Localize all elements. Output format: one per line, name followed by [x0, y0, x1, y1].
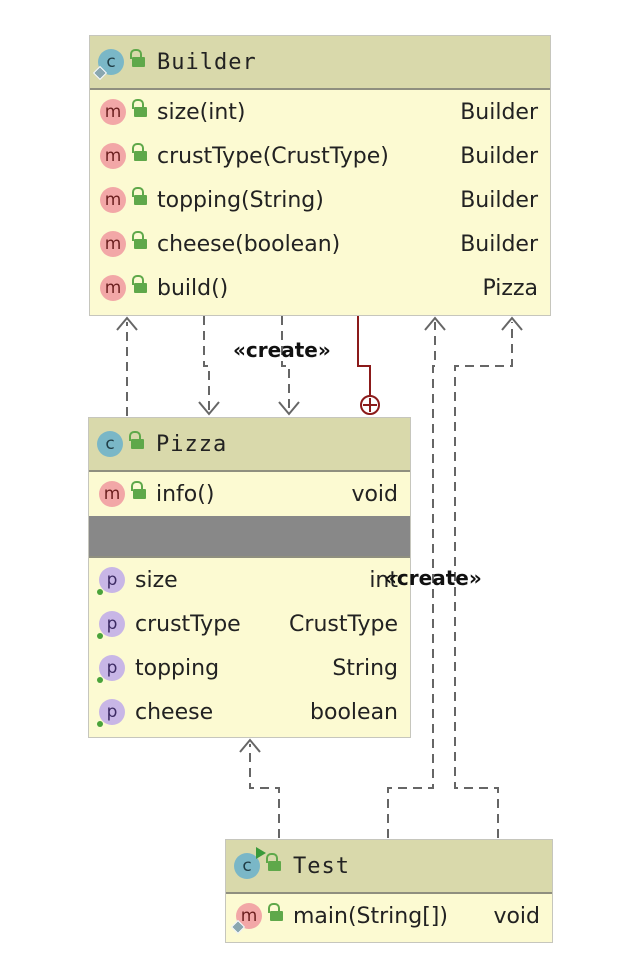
nested-class-connector — [357, 316, 380, 415]
class-name: Builder — [157, 49, 257, 75]
class-icon: c — [92, 49, 124, 81]
arrowhead-builder-2 — [424, 316, 446, 331]
builder-class[interactable]: c Builder m size(int) Builder m crustType(Cr… — [89, 35, 551, 316]
method-name: main(String[]) — [293, 903, 448, 929]
section-divider — [89, 556, 410, 558]
method-icon: m — [100, 99, 126, 125]
property-icon: p — [97, 611, 125, 639]
builder-class-header[interactable]: c Builder — [90, 36, 550, 90]
class-name: Test — [293, 853, 350, 879]
constructor-band — [89, 516, 410, 556]
method-icon: m — [100, 143, 126, 169]
runnable-class-icon: c — [234, 847, 266, 879]
method-row[interactable]: m build() Pizza — [90, 266, 550, 310]
arrowhead-builder-1 — [116, 316, 138, 331]
property-name: cheese — [135, 699, 214, 725]
method-row[interactable]: m size(int) Builder — [90, 90, 550, 134]
method-row[interactable]: m cheese(boolean) Builder — [90, 222, 550, 266]
property-type: String — [332, 655, 398, 681]
property-row[interactable]: p crustType CrustType — [89, 602, 410, 646]
lock-icon — [129, 431, 144, 449]
pizza-class-header[interactable]: c Pizza — [89, 418, 410, 472]
builder-to-pizza-create-2 — [281, 316, 290, 410]
builder-to-pizza-create-1 — [203, 316, 210, 410]
property-type: CrustType — [289, 611, 398, 637]
arrowhead-builder-3 — [501, 316, 523, 331]
lock-icon — [132, 143, 147, 161]
property-icon: p — [97, 699, 125, 727]
return-type: Builder — [460, 231, 538, 257]
create-stereotype-label: «create» — [384, 566, 482, 590]
property-name: size — [135, 567, 178, 593]
return-type: Builder — [460, 187, 538, 213]
class-name: Pizza — [156, 431, 228, 457]
arrowhead-pizza-2 — [278, 401, 300, 416]
property-name: topping — [135, 655, 220, 681]
lock-icon — [132, 231, 147, 249]
method-icon: m — [100, 187, 126, 213]
property-type: boolean — [310, 699, 398, 725]
return-type: void — [351, 481, 398, 507]
method-icon: m — [230, 903, 262, 935]
method-icon: m — [100, 275, 126, 301]
lock-icon — [132, 275, 147, 293]
test-to-builder-dependency — [454, 322, 513, 838]
lock-icon — [132, 99, 147, 117]
method-row[interactable]: m info() void — [89, 472, 410, 516]
lock-icon — [131, 481, 146, 499]
class-icon: c — [97, 431, 123, 457]
lock-icon — [268, 903, 283, 921]
property-name: crustType — [135, 611, 241, 637]
property-type: int — [369, 567, 398, 593]
test-methods: m main(String[]) void — [226, 894, 552, 938]
return-type: void — [493, 903, 540, 929]
method-name: build() — [157, 275, 229, 301]
arrowhead-pizza-1 — [198, 401, 220, 416]
test-to-pizza-dependency — [249, 744, 280, 838]
return-type: Builder — [460, 99, 538, 125]
lock-icon — [132, 187, 147, 205]
method-row[interactable]: m topping(String) Builder — [90, 178, 550, 222]
method-icon: m — [99, 481, 125, 507]
lock-icon — [130, 49, 145, 67]
method-row[interactable]: m crustType(CrustType) Builder — [90, 134, 550, 178]
return-type: Builder — [460, 143, 538, 169]
method-name: cheese(boolean) — [157, 231, 341, 257]
create-stereotype-label: «create» — [233, 338, 331, 362]
return-type: Pizza — [482, 275, 538, 301]
test-to-builder-create — [387, 322, 436, 838]
method-name: info() — [156, 481, 215, 507]
builder-methods: m size(int) Builder m crustType(CrustType) Bu… — [90, 90, 550, 310]
method-name: size(int) — [157, 99, 246, 125]
test-class[interactable]: c Test m main(String[]) void — [225, 839, 553, 943]
method-name: crustType(CrustType) — [157, 143, 389, 169]
method-name: topping(String) — [157, 187, 324, 213]
property-icon: p — [97, 655, 125, 683]
property-row[interactable]: p topping String — [89, 646, 410, 690]
test-class-header[interactable]: c Test — [226, 840, 552, 894]
lock-icon — [266, 853, 281, 871]
arrowhead-pizza-3 — [239, 738, 261, 753]
method-row[interactable]: m main(String[]) void — [226, 894, 552, 938]
pizza-methods: m info() void — [89, 472, 410, 516]
property-icon: p — [97, 567, 125, 595]
method-icon: m — [100, 231, 126, 257]
